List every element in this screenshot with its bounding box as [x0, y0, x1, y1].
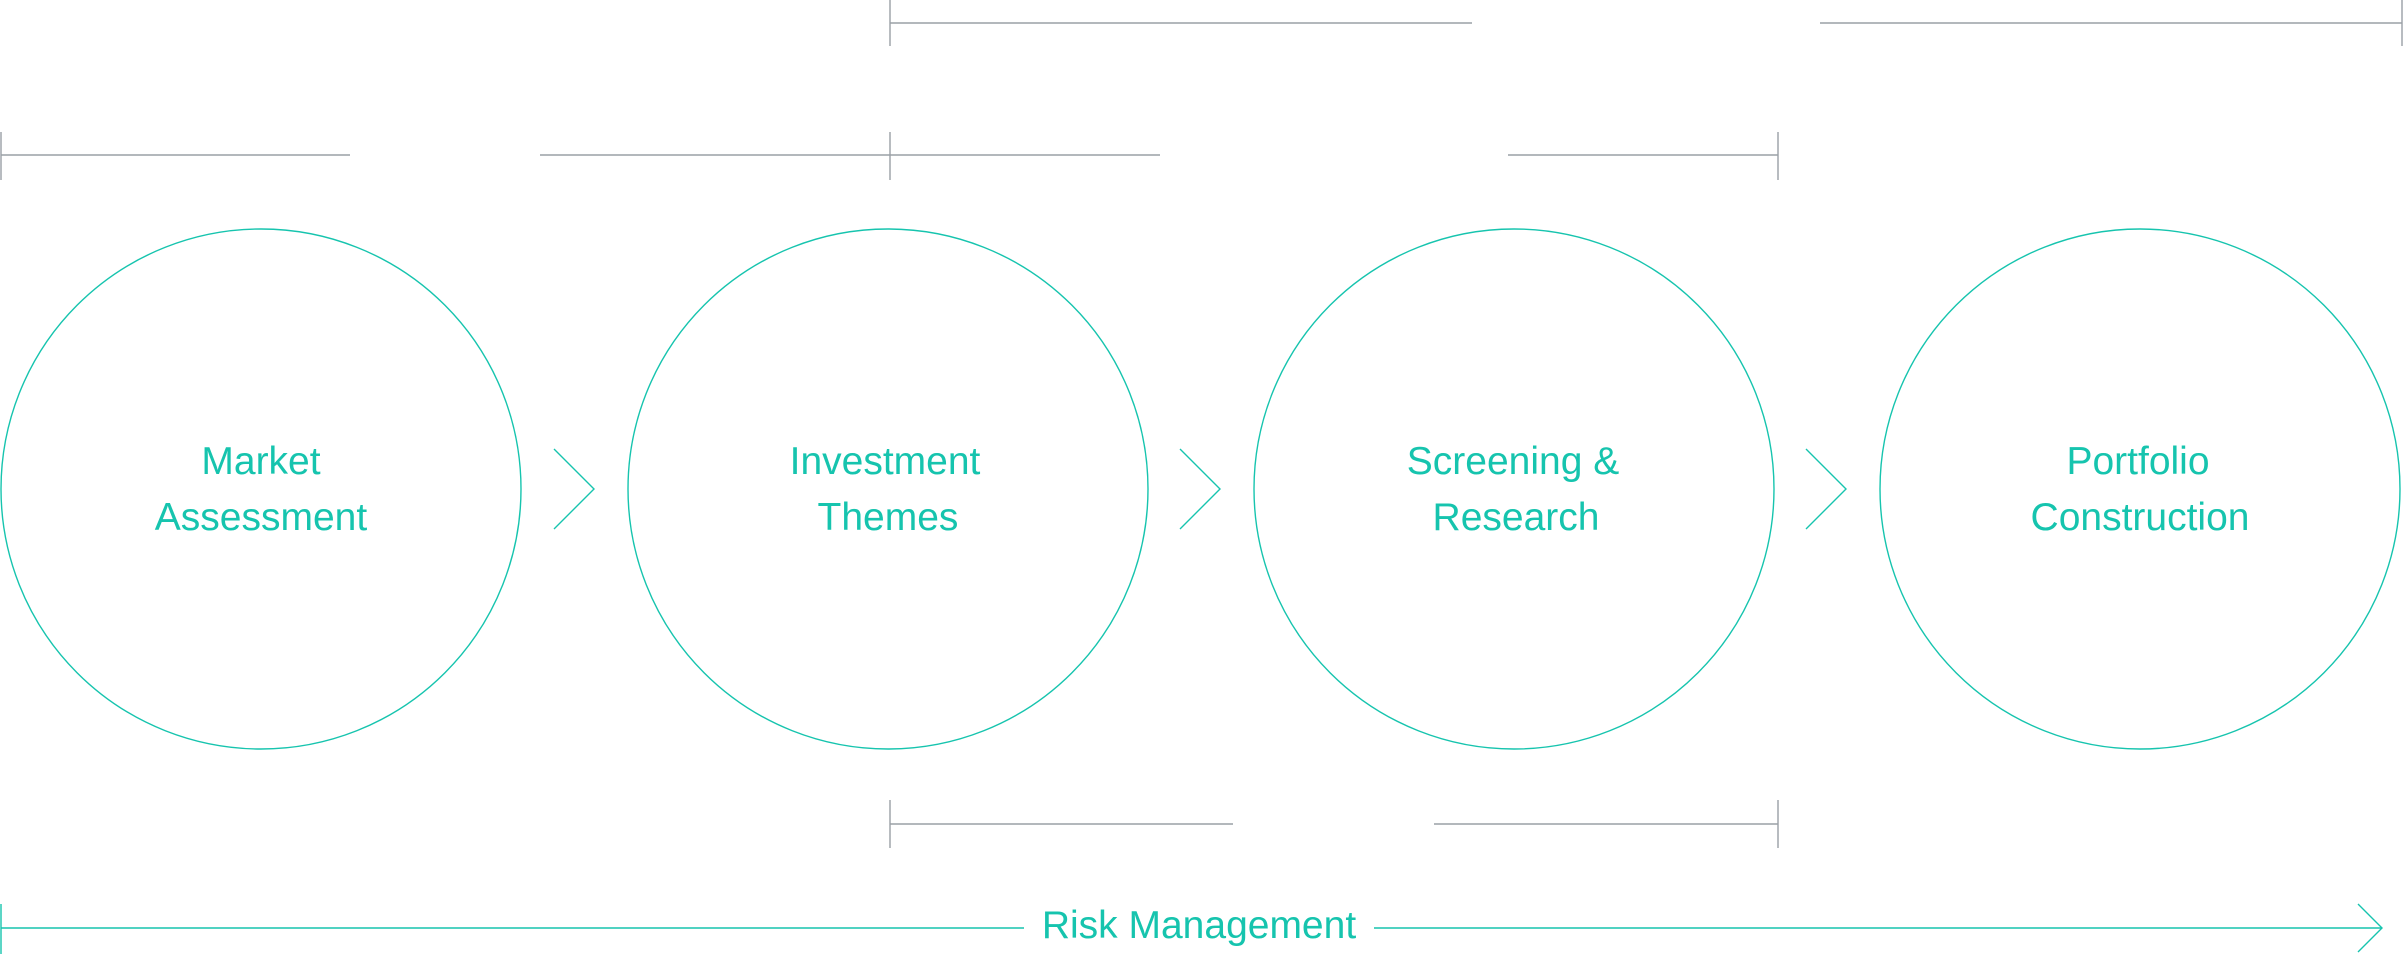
stage-label-line: Research [1433, 496, 1600, 539]
stage-label-line: Assessment [155, 496, 368, 539]
bracket-stages-2-3 [890, 132, 1779, 180]
risk-management-arrow: Risk Management [0, 903, 2383, 954]
arrow-head-icon [2357, 903, 2383, 953]
chevron-right-icon [553, 448, 595, 530]
chevron-right-icon [1805, 448, 1847, 530]
stage-market-assessment: Market Assessment [0, 228, 522, 750]
stage-circle [0, 228, 522, 750]
stage-screening-research: Screening & Research [1253, 228, 1775, 750]
bracket-stages-1-2 [0, 132, 891, 180]
top-bracket-stages-2-4 [889, 0, 2403, 46]
risk-management-label: Risk Management [1042, 904, 1356, 947]
stage-label-line: Market [201, 440, 320, 483]
stage-label-line: Construction [2031, 496, 2250, 539]
stage-portfolio-construction: Portfolio Construction [1879, 228, 2401, 750]
stage-label-line: Investment [790, 440, 981, 483]
stage-label-line: Themes [818, 496, 959, 539]
stage-circle [1879, 228, 2401, 750]
stage-circle [627, 228, 1149, 750]
stage-circle [1253, 228, 1775, 750]
bottom-bracket-stages-2-3 [889, 800, 1779, 848]
stage-label-line: Portfolio [2066, 440, 2209, 483]
chevron-right-icon [1179, 448, 1221, 530]
stage-investment-themes: Investment Themes [627, 228, 1149, 750]
stage-label-line: Screening & [1407, 440, 1619, 483]
